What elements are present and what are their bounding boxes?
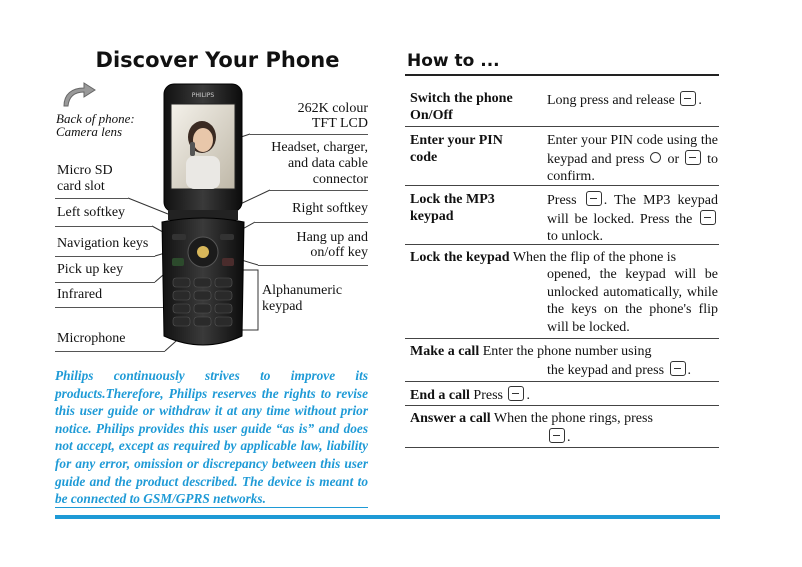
term-switch-2: On/Off [410, 108, 453, 123]
label-alpha-2: keypad [262, 299, 303, 314]
label-headset-2: and data cable [287, 156, 368, 171]
label-headset-3: connector [312, 172, 368, 187]
row-lock-keypad: Lock the keypad When the flip of the pho… [410, 250, 677, 265]
label-navigation-keys: Navigation keys [57, 236, 149, 251]
end-key-icon [680, 91, 697, 106]
desc-make-call: the keypad and press . [547, 361, 692, 378]
label-left-softkey: Left softkey [57, 205, 126, 220]
label-microsd-1: Micro SD [57, 163, 113, 178]
term-pin-2: code [410, 150, 438, 165]
row-answer-call: Answer a call When the phone rings, pres… [410, 411, 653, 426]
desc-switch: Long press and release . [547, 91, 702, 108]
ok-key-icon [650, 151, 662, 163]
label-headset-1: Headset, charger, [271, 140, 368, 155]
label-lcd-2: TFT LCD [311, 116, 368, 131]
term-switch-1: Switch the phone [410, 91, 513, 106]
phone-image: PHILIPS [161, 83, 245, 346]
label-pickup-key: Pick up key [57, 262, 124, 277]
mp3-key-icon-2 [700, 209, 716, 225]
call-key-icon [669, 361, 686, 376]
bottom-accent-bar [55, 515, 720, 519]
label-hangup-2: on/off key [310, 245, 368, 260]
label-infrared: Infrared [57, 287, 103, 302]
page-title-discover: Discover Your Phone [95, 48, 340, 72]
svg-text:PHILIPS: PHILIPS [192, 92, 215, 99]
disclaimer-text: Philips continuously strives to improve … [55, 368, 368, 507]
desc-lock-keypad: opened, the keypad will be unlocked auto… [547, 267, 718, 335]
answer-key-icon [549, 428, 565, 443]
term-pin-1: Enter your PIN [410, 133, 503, 148]
label-alpha-1: Alphanumeric [262, 283, 343, 298]
desc-mp3: Press . The MP3 keypad will be locked. P… [547, 191, 718, 244]
desc-pin: Enter your PIN code using the keypad and… [547, 133, 719, 184]
left-softkey-icon [685, 149, 702, 165]
desc-answer-call: . [547, 428, 571, 447]
label-microsd-2: card slot [57, 179, 105, 194]
page-title-howto: How to ... [407, 51, 500, 71]
label-microphone: Microphone [57, 331, 126, 346]
back-label-2: Camera lens [56, 124, 123, 139]
term-mp3-1: Lock the MP3 [410, 192, 495, 207]
term-mp3-2: keypad [410, 209, 454, 224]
back-label-1: Back of phone: [56, 111, 135, 126]
row-make-call: Make a call Enter the phone number using [410, 344, 652, 359]
label-right-softkey: Right softkey [292, 201, 368, 216]
end-call-key-icon [508, 386, 525, 401]
mp3-key-icon [585, 191, 602, 206]
label-lcd-1: 262K colour [297, 101, 368, 116]
row-end-call: End a call Press . [410, 386, 530, 403]
label-hangup-1: Hang up and [296, 230, 368, 245]
curved-arrow-icon [63, 82, 96, 107]
